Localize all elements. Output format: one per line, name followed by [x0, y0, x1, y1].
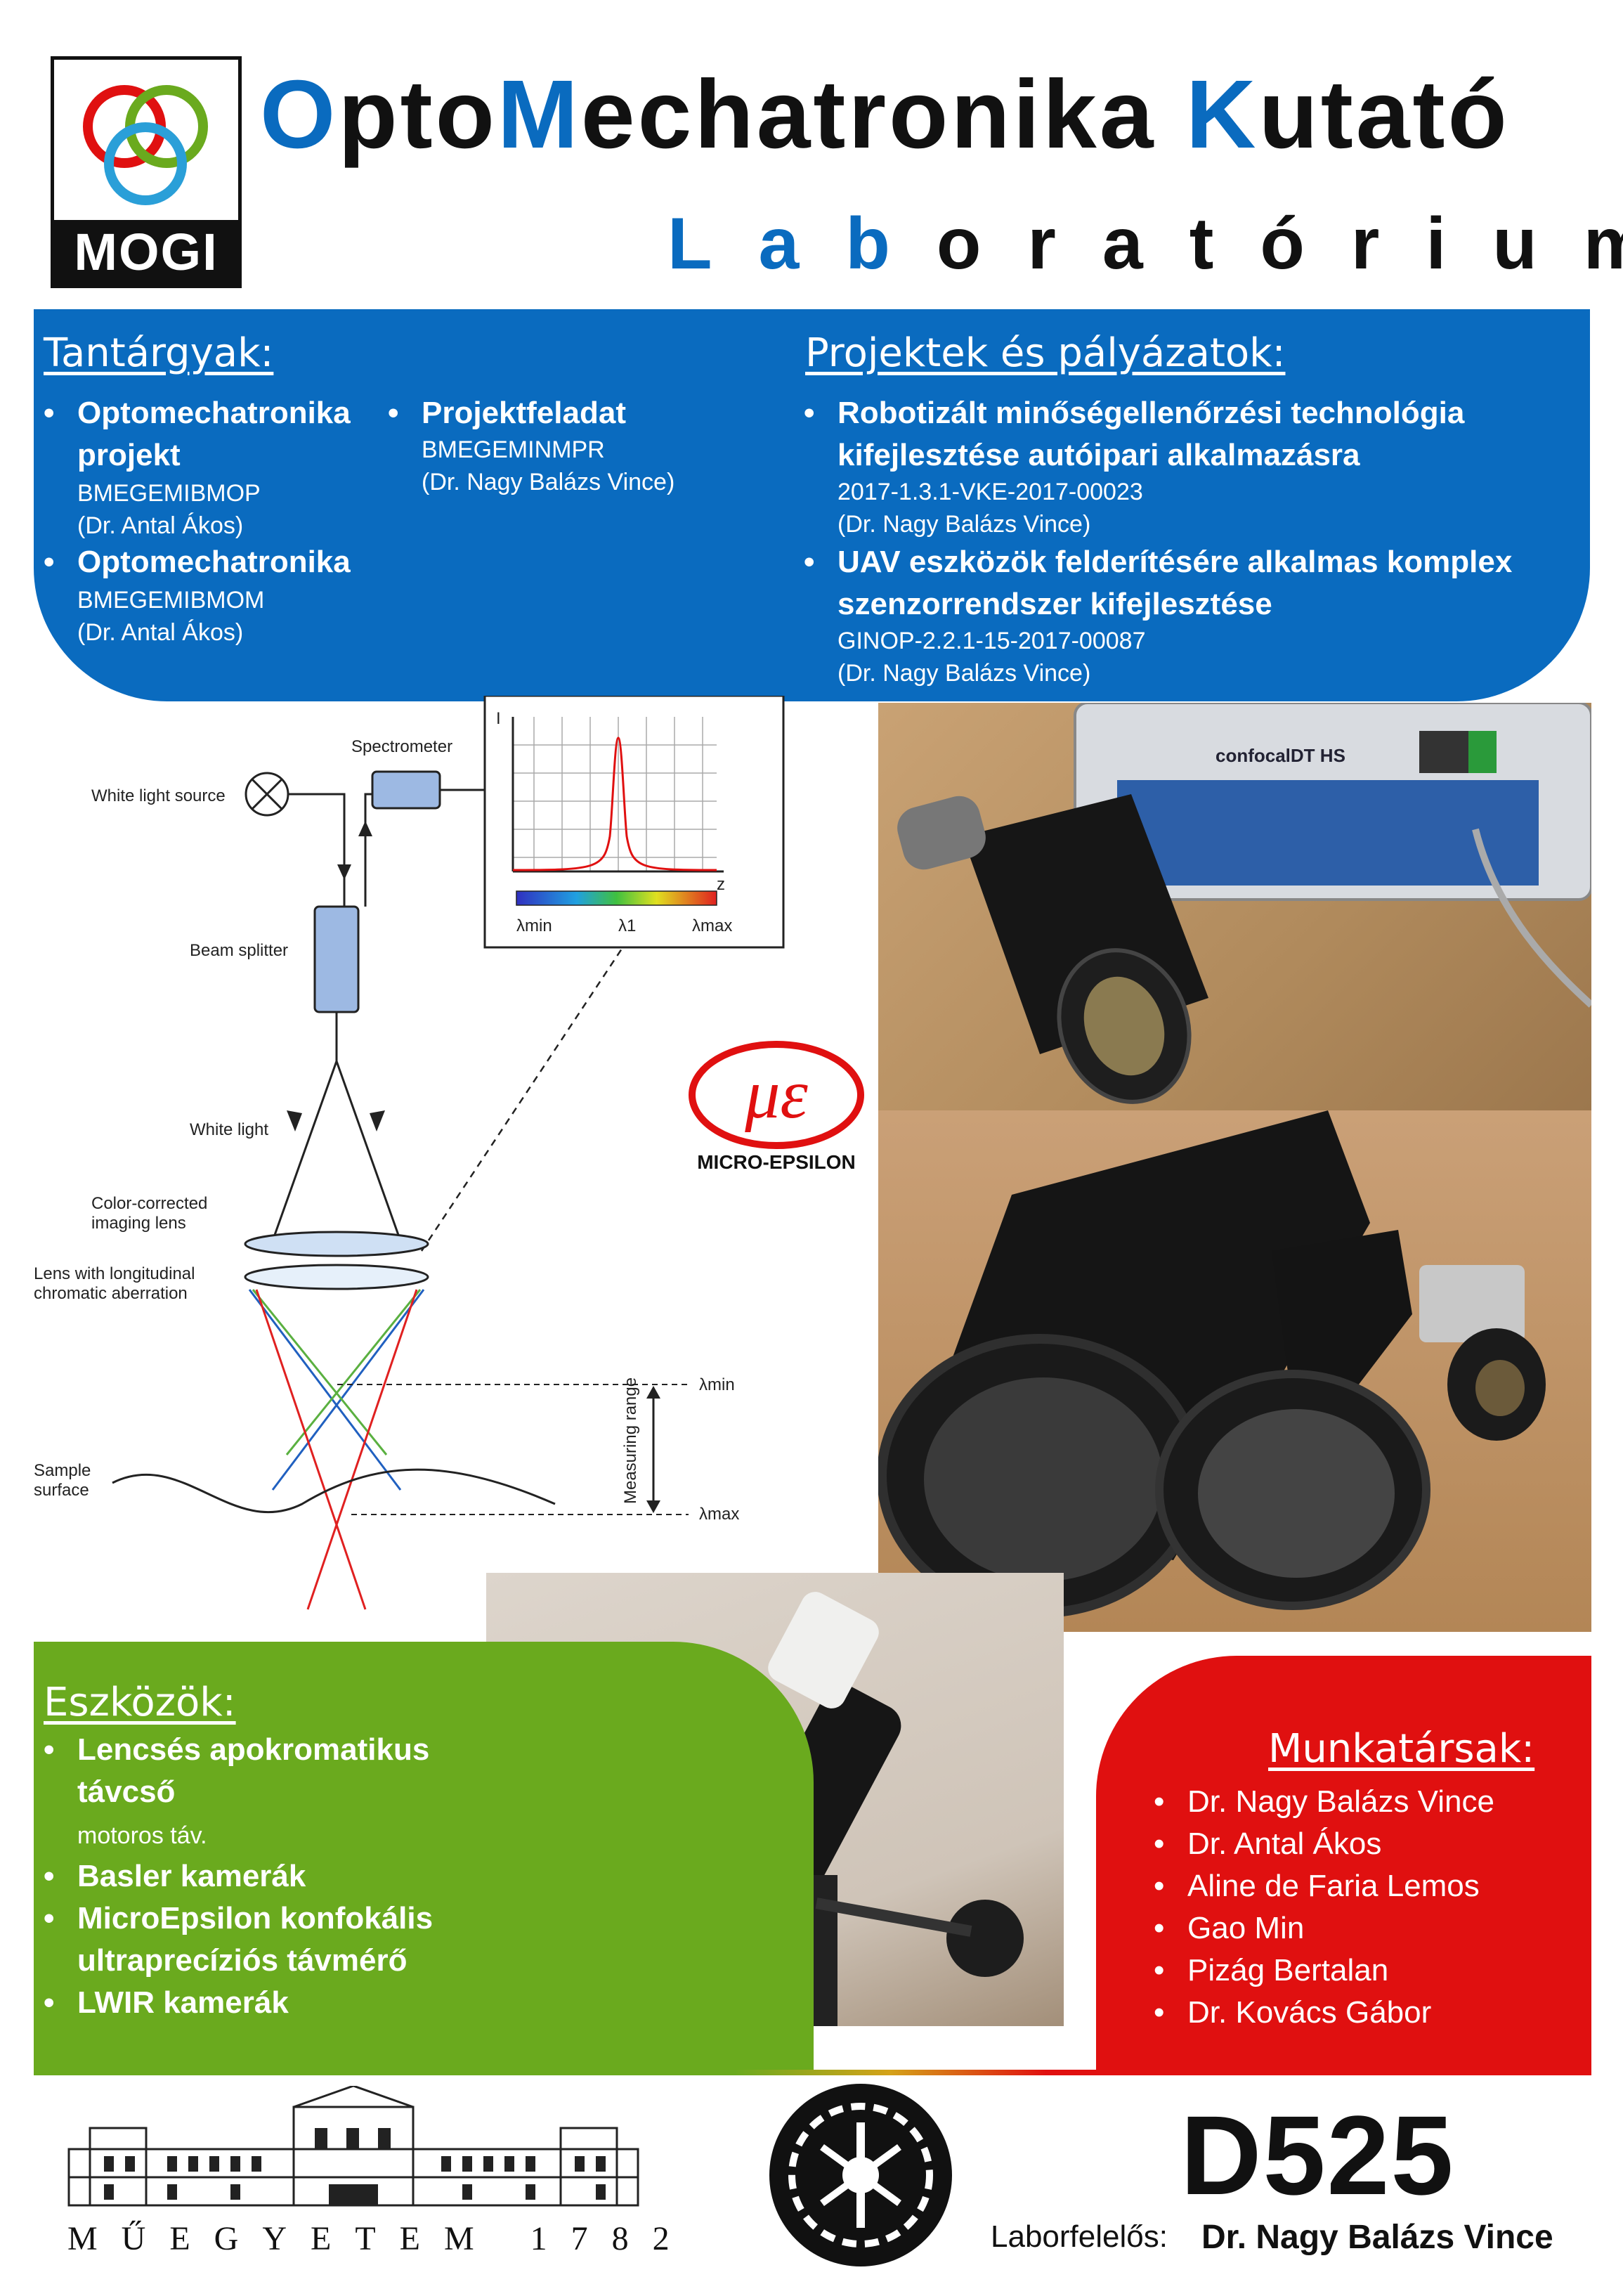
- confocal-principle-diagram: White light source Spectrometer I z λmin…: [34, 696, 785, 1610]
- axis-z-label: z: [717, 875, 725, 894]
- beam-splitter: [313, 905, 360, 1013]
- lens-longitudinal-label-1: Lens with longitudinal: [34, 1264, 195, 1283]
- measuring-range-label: Measuring range: [621, 1377, 640, 1504]
- range-lambda-min-label: λmin: [699, 1375, 735, 1394]
- muegyetem-building-icon: [67, 2086, 639, 2207]
- faculty-seal-icon: [769, 2084, 952, 2266]
- project-item: UAV eszközök felderítésére alkalmas komp…: [804, 541, 1512, 583]
- course-item-line2: projekt: [77, 438, 181, 472]
- lens-longitudinal-label-2: chromatic aberration: [34, 1284, 188, 1303]
- course-code: BMEGEMINMPR: [422, 436, 605, 463]
- lab-responsible-name: Dr. Nagy Balázs Vince: [1201, 2219, 1553, 2256]
- confocal-photo-illustration: [897, 703, 1591, 1104]
- staff-member: Dr. Nagy Balázs Vince: [1154, 1781, 1494, 1823]
- course-code: BMEGEMIBMOP: [77, 480, 261, 507]
- tool-item-line2: távcső: [77, 1775, 176, 1809]
- muegyetem-wordmark: MŰEGYETEM 1782: [67, 2220, 693, 2257]
- chromatic-lens: [244, 1264, 429, 1290]
- project-item-line2: kifejlesztése autóipari alkalmazásra: [837, 438, 1360, 472]
- course-item: Optomechatronika: [44, 392, 351, 434]
- tool-item: LWIR kamerák: [44, 1982, 289, 2024]
- tool-item: Basler kamerák: [44, 1855, 306, 1898]
- imaging-lens: [244, 1231, 429, 1257]
- courses-heading: Tantárgyak:: [44, 330, 274, 376]
- micro-epsilon-text: MICRO-EPSILON: [697, 1151, 856, 1173]
- title-part: O: [260, 60, 339, 169]
- tools-panel: Eszközök: Lencsés apokromatikus távcső m…: [34, 1642, 814, 2074]
- spectrum-plot: [483, 696, 785, 949]
- axis-i-label: I: [496, 709, 501, 728]
- beam-splitter-label: Beam splitter: [190, 941, 288, 960]
- color-divider: [34, 2070, 1591, 2075]
- sample-label-2: surface: [34, 1481, 89, 1500]
- subtitle-part: Lab: [667, 203, 937, 285]
- micro-epsilon-mark-icon: με: [689, 1041, 864, 1149]
- lambda-1-label: λ1: [618, 916, 636, 935]
- staff-member: Dr. Kovács Gábor: [1154, 1992, 1431, 2034]
- course-code: BMEGEMIBMOM: [77, 587, 265, 614]
- white-light-label: White light: [190, 1120, 268, 1139]
- mogi-logo: MOGI: [51, 56, 242, 288]
- courses-projects-panel: Tantárgyak: Projektek és pályázatok: Opt…: [34, 309, 1590, 701]
- sample-surface: [112, 1468, 556, 1514]
- title-part: echatronika: [580, 60, 1186, 169]
- micro-epsilon-logo: με MICRO-EPSILON: [682, 1039, 871, 1179]
- title-part: M: [497, 60, 581, 169]
- mogi-rings-icon: [83, 85, 208, 205]
- project-person: (Dr. Nagy Balázs Vince): [837, 511, 1091, 538]
- spectrometer-label: Spectrometer: [351, 737, 452, 756]
- photo-lwir-lenses: [878, 1110, 1591, 1632]
- tool-item-sub: motoros táv.: [77, 1822, 207, 1849]
- project-code: 2017-1.3.1-VKE-2017-00023: [837, 479, 1143, 505]
- tool-item-line2: ultraprecíziós távmérő: [77, 1943, 408, 1978]
- staff-panel: Munkatársak: Dr. Nagy Balázs Vince Dr. A…: [1096, 1656, 1591, 2074]
- tools-heading: Eszközök:: [44, 1680, 236, 1725]
- photo-confocal-sensor: confocalDT HS: [878, 703, 1591, 1110]
- project-item-line2: szenzorrendszer kifejlesztése: [837, 587, 1272, 621]
- lambda-max-label: λmax: [692, 916, 732, 935]
- confocal-brand-label: confocalDT HS: [1215, 745, 1345, 766]
- tool-item: Lencsés apokromatikus: [44, 1729, 429, 1771]
- subtitle-part: oratórium: [936, 203, 1623, 285]
- page-subtitle: Laboratórium: [667, 204, 1623, 284]
- course-person: (Dr. Antal Ákos): [77, 512, 244, 539]
- color-corrected-label-2: imaging lens: [91, 1214, 186, 1233]
- project-code: GINOP-2.2.1-15-2017-00087: [837, 628, 1146, 654]
- page-title: OptoMechatronika Kutató: [260, 60, 1510, 169]
- staff-member: Gao Min: [1154, 1907, 1304, 1950]
- course-person: (Dr. Nagy Balázs Vince): [422, 469, 675, 495]
- title-part: K: [1185, 60, 1259, 169]
- spectrometer-box: [371, 770, 441, 810]
- svg-text:με: με: [744, 1055, 808, 1133]
- room-number: D525: [1180, 2092, 1455, 2218]
- staff-member: Pizág Bertalan: [1154, 1950, 1388, 1992]
- white-light-source-label: White light source: [91, 786, 226, 805]
- staff-member: Aline de Faria Lemos: [1154, 1865, 1480, 1907]
- project-item: Robotizált minőségellenőrzési technológi…: [804, 392, 1464, 434]
- project-person: (Dr. Nagy Balázs Vince): [837, 660, 1091, 687]
- tool-item: MicroEpsilon konfokális: [44, 1898, 433, 1940]
- title-part: utató: [1258, 60, 1510, 169]
- staff-heading: Munkatársak:: [1268, 1726, 1535, 1772]
- course-item: Projektfeladat: [388, 392, 626, 434]
- color-corrected-label-1: Color-corrected: [91, 1194, 207, 1213]
- lwir-photo-illustration: [878, 1110, 1546, 1618]
- lab-responsible-label: Laborfelelős:: [991, 2219, 1168, 2254]
- range-lambda-max-label: λmax: [699, 1505, 739, 1524]
- projects-heading: Projektek és pályázatok:: [805, 330, 1286, 376]
- spectrum-peak: [512, 737, 717, 871]
- staff-member: Dr. Antal Ákos: [1154, 1823, 1381, 1865]
- title-part: pto: [338, 60, 497, 169]
- sample-label-1: Sample: [34, 1461, 91, 1480]
- lambda-min-label: λmin: [516, 916, 552, 935]
- course-item: Optomechatronika: [44, 541, 351, 583]
- course-person: (Dr. Antal Ákos): [77, 619, 244, 646]
- spectrum-colorbar: [516, 890, 717, 906]
- mogi-logo-text: MOGI: [54, 220, 238, 285]
